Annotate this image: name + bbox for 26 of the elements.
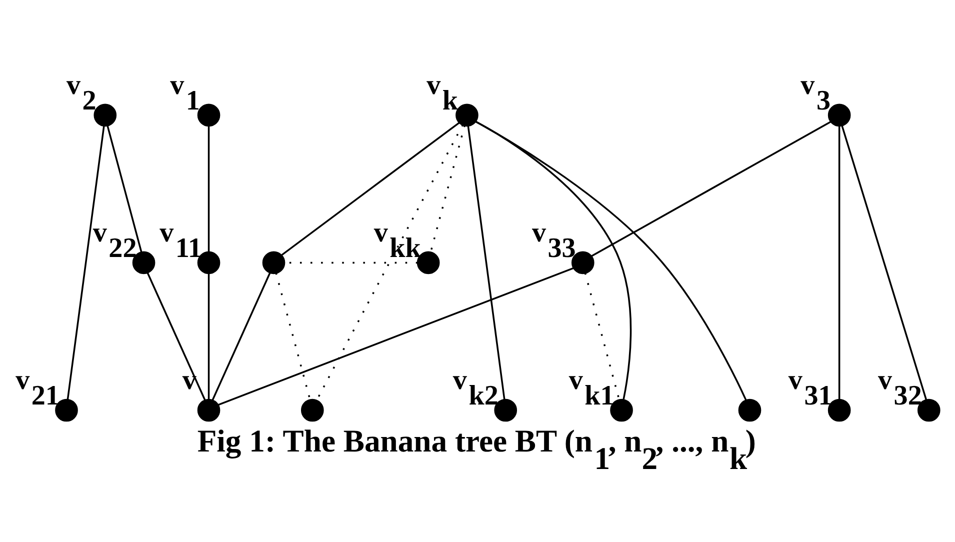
connector <box>281 122 460 256</box>
node-circle <box>262 250 286 274</box>
connector <box>146 272 206 400</box>
connector <box>841 125 927 400</box>
connector <box>208 126 210 252</box>
connector <box>212 272 271 400</box>
connector <box>467 125 506 400</box>
connector <box>275 272 311 400</box>
node-circle <box>197 103 220 126</box>
connector <box>476 120 632 400</box>
connector <box>218 266 574 406</box>
connector <box>430 124 466 252</box>
node-circle <box>197 398 220 422</box>
node-circle <box>738 398 762 422</box>
connector <box>316 124 464 400</box>
node-circle <box>300 398 324 422</box>
node-circle <box>828 103 851 126</box>
connector <box>591 120 832 256</box>
connector <box>838 125 840 400</box>
connector <box>106 124 142 252</box>
node-label: v <box>182 364 196 396</box>
connector <box>584 272 620 400</box>
connector <box>475 120 747 400</box>
connector <box>66 125 105 400</box>
node-circle <box>94 103 117 126</box>
connector <box>208 273 210 400</box>
